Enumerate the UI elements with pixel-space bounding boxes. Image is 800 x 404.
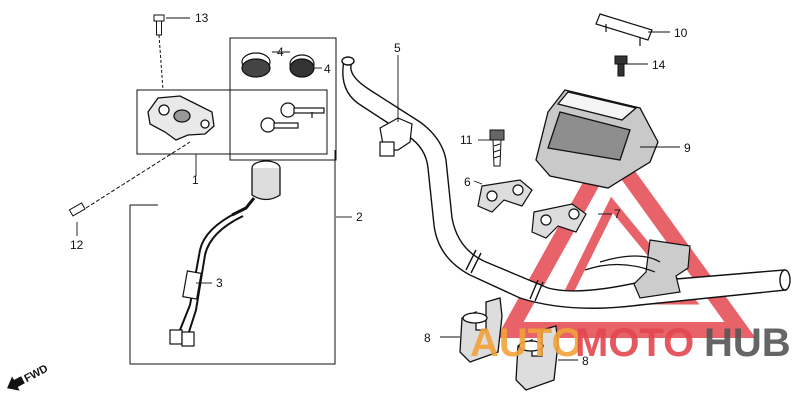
- harness-box: [129, 150, 336, 365]
- bracket-box: [136, 89, 328, 155]
- callout-labels: 13 4 4 5 1 2 3 12 11 6 7 9 10 14 8 8: [70, 11, 691, 368]
- callout-13: 13: [195, 11, 209, 25]
- handlebar-cover: [535, 89, 659, 189]
- steering-lock-bracket: [147, 95, 215, 141]
- watermark-part-auto: AUTO: [470, 321, 583, 365]
- callout-3: 3: [216, 276, 223, 290]
- watermark-part-hub: HUB: [704, 321, 791, 365]
- fwd-label: FWD: [22, 363, 50, 385]
- callout-6: 6: [464, 175, 471, 189]
- callout-7: 7: [614, 207, 621, 221]
- fwd-arrow-icon: [7, 376, 25, 391]
- leader-lines: [76, 17, 680, 361]
- callout-4a: 4: [277, 45, 284, 59]
- lever-bracket: [584, 239, 691, 299]
- callout-8a: 8: [424, 331, 431, 345]
- watermark-part-moto: MOTO: [575, 321, 694, 365]
- callout-8b: 8: [582, 354, 589, 368]
- callout-1: 1: [192, 173, 199, 187]
- watermark-text: AUTO MOTO HUB: [470, 321, 791, 365]
- callout-11: 11: [460, 133, 473, 147]
- screw-12: [68, 141, 191, 217]
- callout-10: 10: [674, 26, 688, 40]
- handlebar: [341, 56, 791, 309]
- lower-holder-8a: [459, 297, 503, 363]
- lower-holder-8b: [515, 325, 559, 391]
- keys: [260, 102, 325, 133]
- ignition-switch-body: [231, 160, 281, 217]
- watermark-triangle-outer: [496, 135, 756, 338]
- callout-5: 5: [394, 41, 401, 55]
- key-caps: [241, 52, 315, 78]
- key-box: [229, 37, 337, 161]
- bolt-11: [489, 129, 505, 167]
- upper-holder-6: [477, 179, 533, 213]
- bolt-14: [614, 55, 628, 77]
- callout-14: 14: [652, 58, 666, 72]
- ignition-switch-group: [129, 37, 337, 365]
- upper-holder-7: [531, 203, 587, 239]
- bar-clamp-5: [379, 117, 413, 157]
- fwd-indicator: FWD: [7, 363, 50, 391]
- wire-harness: [169, 211, 244, 347]
- callout-9: 9: [684, 141, 691, 155]
- bolt-13: [153, 14, 165, 91]
- callout-12: 12: [70, 238, 84, 252]
- callout-4b: 4: [324, 62, 331, 76]
- emblem-10: [595, 13, 653, 46]
- callout-2: 2: [356, 210, 363, 224]
